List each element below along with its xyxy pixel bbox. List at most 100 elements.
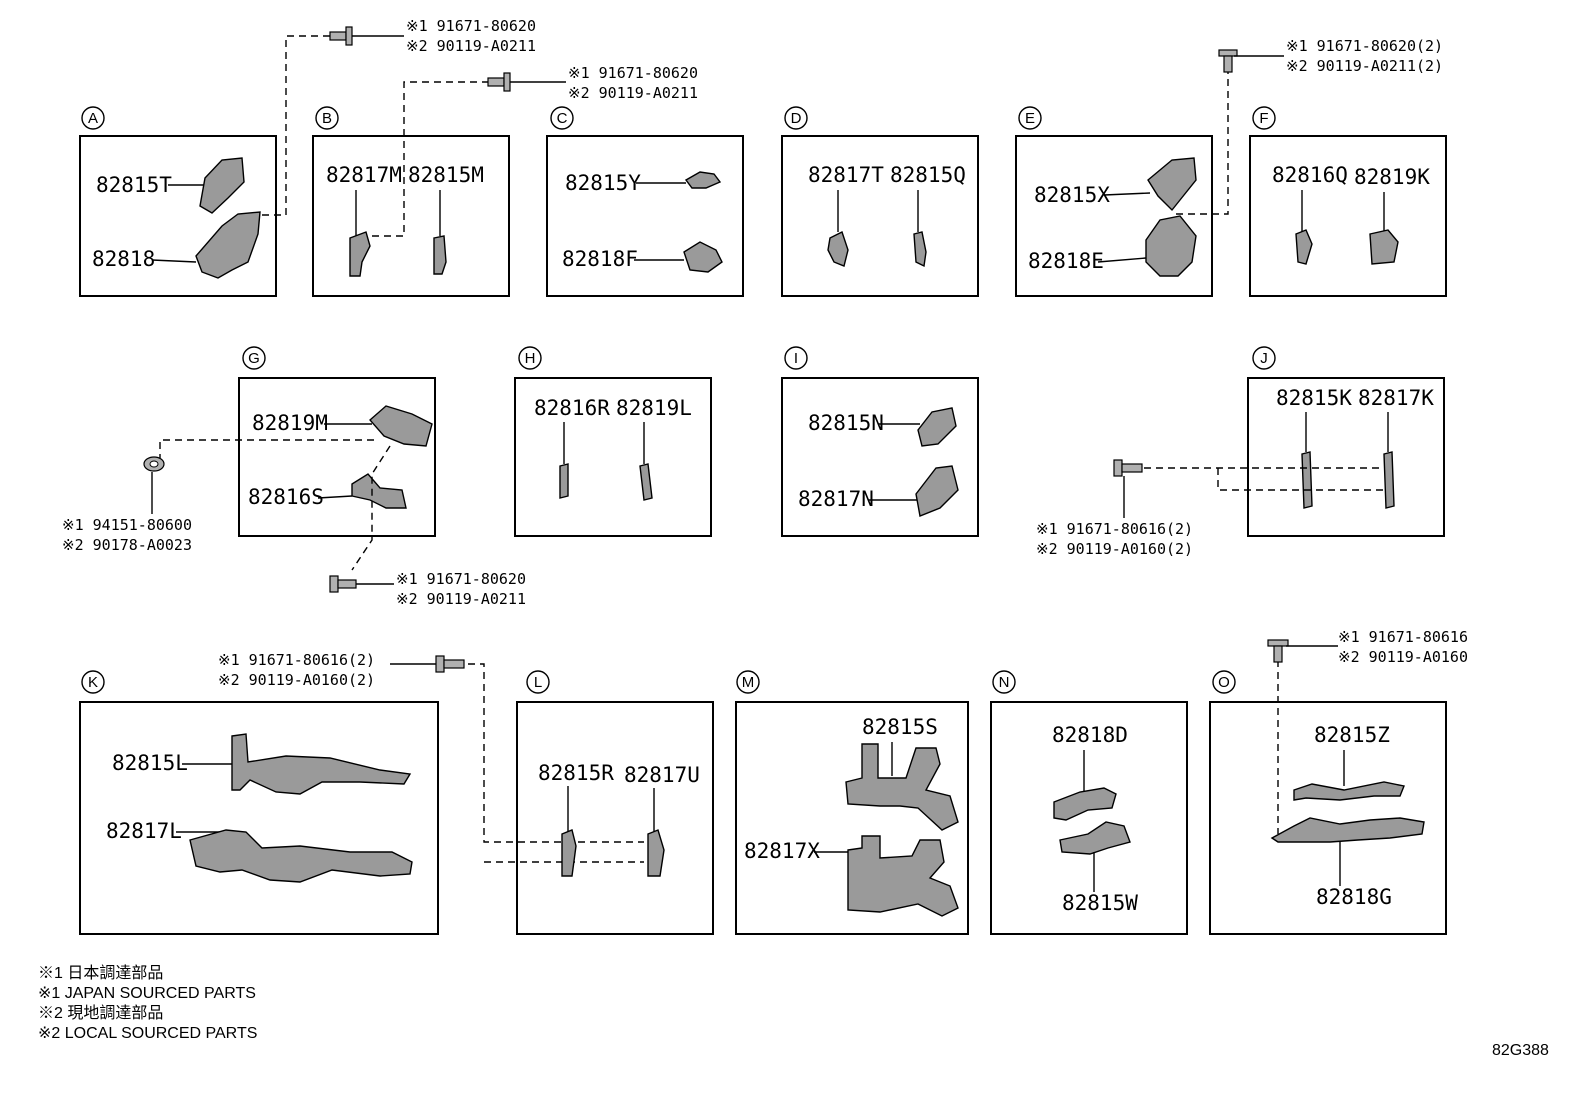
section-letter-m: M [742, 674, 755, 691]
part-82816Q [1295, 229, 1313, 265]
part-label-82818D: 82818D [1052, 723, 1128, 747]
part-label-82815L: 82815L [112, 751, 188, 775]
section-i: I 82815N 82817N [781, 346, 979, 537]
part-label-82815S: 82815S [862, 715, 938, 739]
part-label-82815M: 82815M [408, 163, 484, 187]
part-82815L [231, 733, 412, 795]
section-h: H 82816R 82819L [514, 346, 712, 537]
fastener-o-line1: ※1 91671-80616 [1338, 628, 1468, 646]
fastener-e-line1: ※1 91671-80620(2) [1286, 37, 1443, 55]
part-label-82819L: 82819L [616, 396, 692, 420]
part-82817M [349, 231, 371, 277]
fastener-g-bolt: ※1 91671-80620 ※2 90119-A0211 [329, 570, 526, 608]
section-j: J 82815K 82817K [1144, 346, 1445, 537]
part-82816S [351, 473, 407, 509]
section-letter-a: A [88, 110, 98, 127]
fastener-k-line1: ※1 91671-80616(2) [218, 651, 375, 669]
part-82818 [195, 211, 261, 279]
section-box-d [781, 135, 979, 297]
fastener-g-bolt-line1: ※1 91671-80620 [396, 570, 526, 588]
section-box-c [546, 135, 744, 297]
part-82817N [915, 465, 959, 517]
part-label-82815K: 82815K [1276, 386, 1352, 410]
section-box-k [79, 701, 439, 935]
part-82815Y [684, 171, 722, 189]
part-label-82816Q: 82816Q [1272, 163, 1348, 187]
fastener-g-bolt-line2: ※2 90119-A0211 [396, 590, 526, 608]
section-m: M 82815S 82817X [735, 670, 969, 935]
part-label-82815N: 82815N [808, 411, 884, 435]
part-82815X [1147, 157, 1197, 212]
part-82818G [1270, 817, 1425, 843]
part-82818F [683, 241, 723, 273]
part-82817K [1383, 451, 1395, 509]
bolt-icon-k [435, 655, 445, 673]
part-82815R [561, 829, 577, 877]
section-n: N 82818D 82815W [990, 670, 1188, 935]
part-82818E [1145, 215, 1197, 277]
fastener-b-line1: ※1 91671-80620 [568, 64, 698, 82]
part-label-82815T: 82815T [96, 173, 172, 197]
fastener-a: ※1 91671-80620 ※2 90119-A0211 [285, 17, 536, 215]
fastener-k-line2: ※2 90119-A0160(2) [218, 671, 375, 689]
bolt-icon-j [1113, 459, 1123, 477]
part-label-82817K: 82817K [1358, 386, 1434, 410]
bolt-icon-g [329, 575, 339, 593]
part-82815Z [1293, 781, 1405, 801]
part-82815S [845, 743, 959, 831]
bolt-icon-a [329, 31, 347, 41]
section-box-g [238, 377, 436, 537]
part-label-82815R: 82815R [538, 761, 614, 785]
part-82815N [917, 407, 957, 447]
section-letter-b: B [322, 110, 332, 127]
part-label-82815Q: 82815Q [890, 163, 966, 187]
section-box-a [79, 135, 277, 297]
section-b: B 82817M 82815M [312, 81, 510, 297]
part-82817T [827, 231, 849, 267]
section-box-j [1247, 377, 1445, 537]
note-japan-jp: ※1 日本調達部品 [38, 965, 164, 982]
section-box-e [1015, 135, 1213, 297]
section-letter-i: I [794, 350, 798, 367]
section-letter-k: K [88, 674, 98, 691]
section-letter-g: G [248, 350, 260, 367]
part-82815W [1059, 821, 1131, 855]
section-letter-e: E [1025, 110, 1035, 127]
section-marker-a [81, 106, 105, 130]
section-box-l [516, 701, 714, 935]
fastener-b-line2: ※2 90119-A0211 [568, 84, 698, 102]
section-g: G 82819M 82816S [159, 346, 436, 571]
part-label-82816R: 82816R [534, 396, 610, 420]
part-label-82818G: 82818G [1316, 885, 1392, 909]
fastener-g-clip-line1: ※1 94151-80600 [62, 516, 192, 534]
part-82817X [847, 835, 959, 917]
part-82818D [1053, 787, 1117, 821]
note-japan-en: ※1 JAPAN SOURCED PARTS [38, 985, 256, 1002]
section-letter-c: C [557, 110, 568, 127]
section-o: O 82815Z 82818G [1209, 660, 1447, 935]
diagram-code: 82G388 [1492, 1042, 1549, 1059]
section-box-i [781, 377, 979, 537]
section-box-b [312, 135, 510, 297]
fastener-e: ※1 91671-80620(2) ※2 90119-A0211(2) [1218, 37, 1443, 75]
part-82819M [369, 405, 433, 447]
legend-notes: ※1 日本調達部品 ※1 JAPAN SOURCED PARTS ※2 現地調達… [38, 964, 257, 1044]
part-label-82815Z: 82815Z [1314, 723, 1390, 747]
fastener-j-line2: ※2 90119-A0160(2) [1036, 540, 1193, 558]
fastener-o-line2: ※2 90119-A0160 [1338, 648, 1468, 666]
part-label-82815W: 82815W [1062, 891, 1138, 915]
fastener-a-line2: ※2 90119-A0211 [406, 37, 536, 55]
fastener-b: ※1 91671-80620 ※2 90119-A0211 [487, 64, 698, 102]
section-letter-n: N [999, 674, 1010, 691]
part-label-82817X: 82817X [744, 839, 820, 863]
section-box-h [514, 377, 712, 537]
part-label-82816S: 82816S [248, 485, 324, 509]
bolt-icon-e [1218, 49, 1238, 57]
part-label-82815Y: 82815Y [565, 171, 641, 195]
part-label-82817L: 82817L [106, 819, 182, 843]
part-82815K [1301, 451, 1313, 509]
fastener-g-clip-line2: ※2 90178-A0023 [62, 536, 192, 554]
part-82815Q [913, 231, 927, 268]
part-82819L [639, 463, 653, 501]
